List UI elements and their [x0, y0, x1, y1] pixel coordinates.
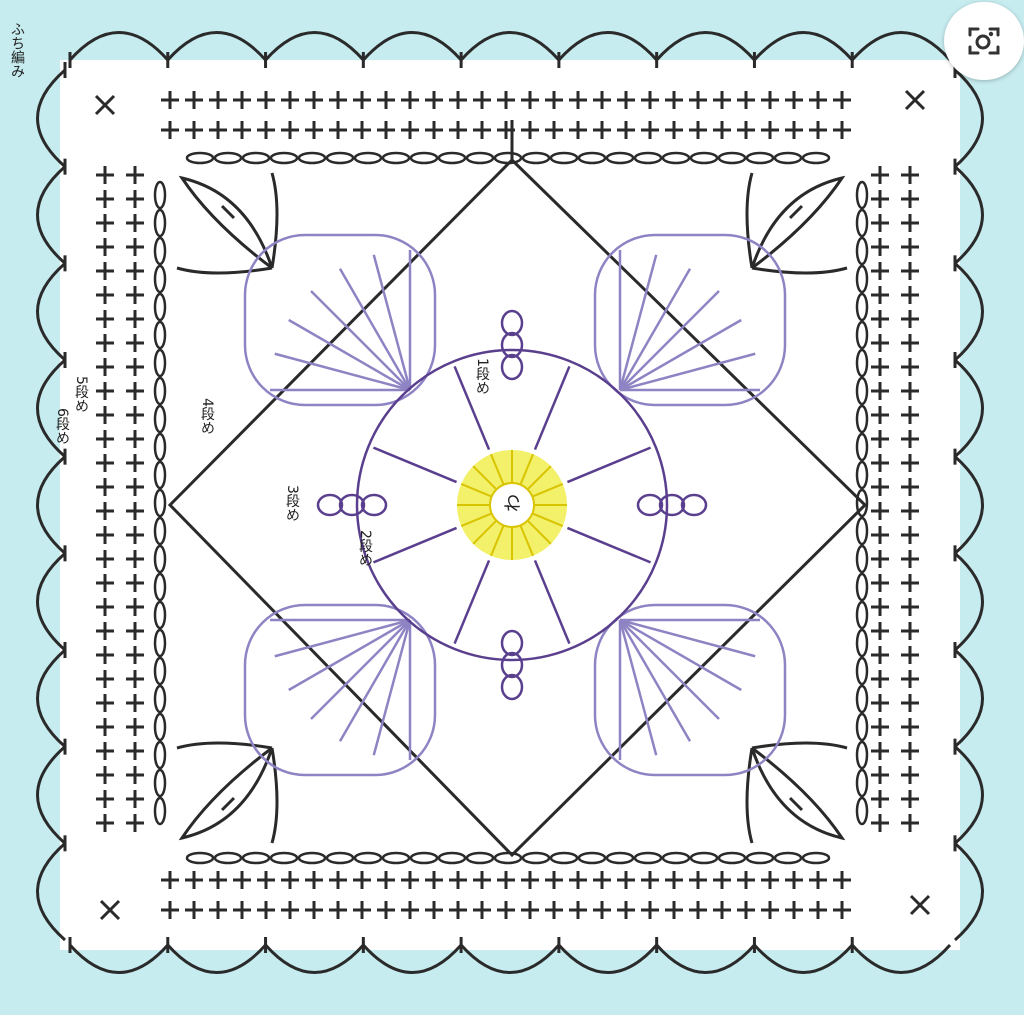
row5-label: 5段め	[74, 376, 88, 413]
image-search-lens-button[interactable]	[944, 2, 1024, 80]
row3-label: 3段め	[285, 485, 299, 522]
row4-label: 4段め	[200, 398, 214, 435]
edging-label: ふち編み	[10, 22, 24, 78]
image-search-lens-icon	[964, 21, 1004, 61]
ring-label: わ	[505, 494, 523, 512]
row6-label: 6段め	[55, 408, 69, 445]
row2-label: 2段め	[358, 530, 372, 567]
row1-label: 1段め	[475, 358, 489, 395]
